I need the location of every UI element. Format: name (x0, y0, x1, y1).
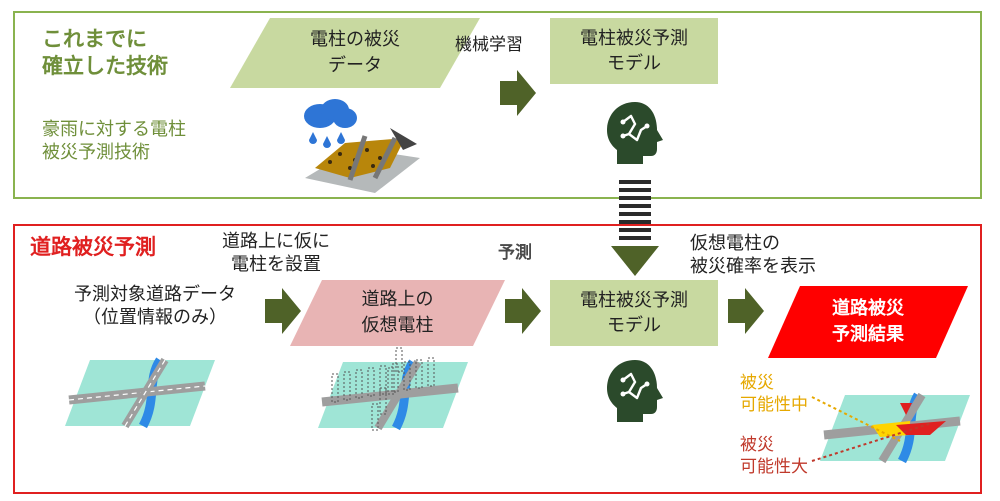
input-label: 予測対象道路データ （位置情報のみ） (50, 283, 260, 330)
road-damage-panel (13, 224, 982, 494)
top-heading: これまでに 確立した技術 (42, 26, 168, 81)
result-shape (768, 286, 968, 358)
head-brain-icon (607, 360, 663, 422)
result-line1: 道路被災 (832, 297, 904, 319)
step1-label-line2: 電柱を設置 (231, 254, 321, 276)
virtual-pole-line2: 仮想電柱 (361, 315, 434, 336)
established-tech-panel (13, 11, 982, 199)
rain-damage-illustration (304, 99, 420, 193)
right-arrow-icon (505, 288, 541, 334)
legend-high: 被災 可能性大 (740, 434, 808, 478)
input-data-box: 電柱の被災 データ (245, 18, 465, 88)
top-subtext: 豪雨に対する電柱 被災予測技術 (42, 118, 186, 165)
ml-label: 機械学習 (455, 35, 523, 55)
legend-high-line1: 被災 (740, 435, 774, 455)
result-map-icon (820, 392, 970, 464)
predict-label: 予測 (498, 243, 532, 263)
step1-label: 道路上に仮に 電柱を設置 (222, 230, 330, 277)
right-arrow-icon (265, 288, 301, 334)
input-data-shape (230, 18, 480, 88)
bottom-model-line2: モデル (607, 315, 661, 336)
bottom-model-box: 電柱被災予測 モデル (550, 280, 718, 346)
head-brain-icon (607, 102, 663, 164)
input-data-line1: 電柱の被災 (310, 28, 400, 50)
legend-pointers (811, 396, 933, 462)
legend-medium-line1: 被災 (740, 373, 774, 393)
top-model-line2: モデル (607, 53, 661, 74)
legend-medium-line2: 可能性中 (740, 395, 808, 416)
display-label-line2: 被災確率を表示 (690, 256, 816, 278)
connector-stripes (611, 180, 659, 276)
top-heading-line1: これまでに (42, 27, 147, 51)
top-model-box: 電柱被災予測 モデル (550, 18, 718, 84)
right-arrow-icon (728, 288, 764, 334)
top-heading-line2: 確立した技術 (42, 54, 168, 79)
display-label: 仮想電柱の 被災確率を表示 (690, 232, 816, 279)
input-label-line1: 予測対象道路データ (74, 284, 236, 305)
virtual-pole-box: 道路上の 仮想電柱 (305, 280, 490, 346)
road-map-icon (65, 357, 215, 429)
legend-medium: 被災 可能性中 (740, 372, 808, 416)
virtual-pole-line1: 道路上の (361, 288, 434, 310)
top-model-line1: 電柱被災予測 (580, 27, 688, 49)
right-arrow-icon (500, 70, 536, 116)
virtual-pole-map-icon (318, 347, 468, 431)
top-subtext-line2: 被災予測技術 (42, 142, 150, 164)
bottom-heading: 道路被災予測 (30, 235, 156, 259)
legend-high-line2: 可能性大 (740, 457, 808, 478)
result-line2: 予測結果 (832, 324, 904, 345)
input-label-line2: （位置情報のみ） (83, 307, 227, 329)
result-box: 道路被災 予測結果 (790, 286, 946, 358)
step1-label-line1: 道路上に仮に (222, 231, 330, 252)
input-data-line2: データ (328, 55, 382, 76)
virtual-pole-shape (290, 280, 505, 346)
display-label-line1: 仮想電柱の (690, 233, 780, 254)
bottom-model-line1: 電柱被災予測 (580, 289, 688, 311)
top-subtext-line1: 豪雨に対する電柱 (42, 119, 186, 140)
